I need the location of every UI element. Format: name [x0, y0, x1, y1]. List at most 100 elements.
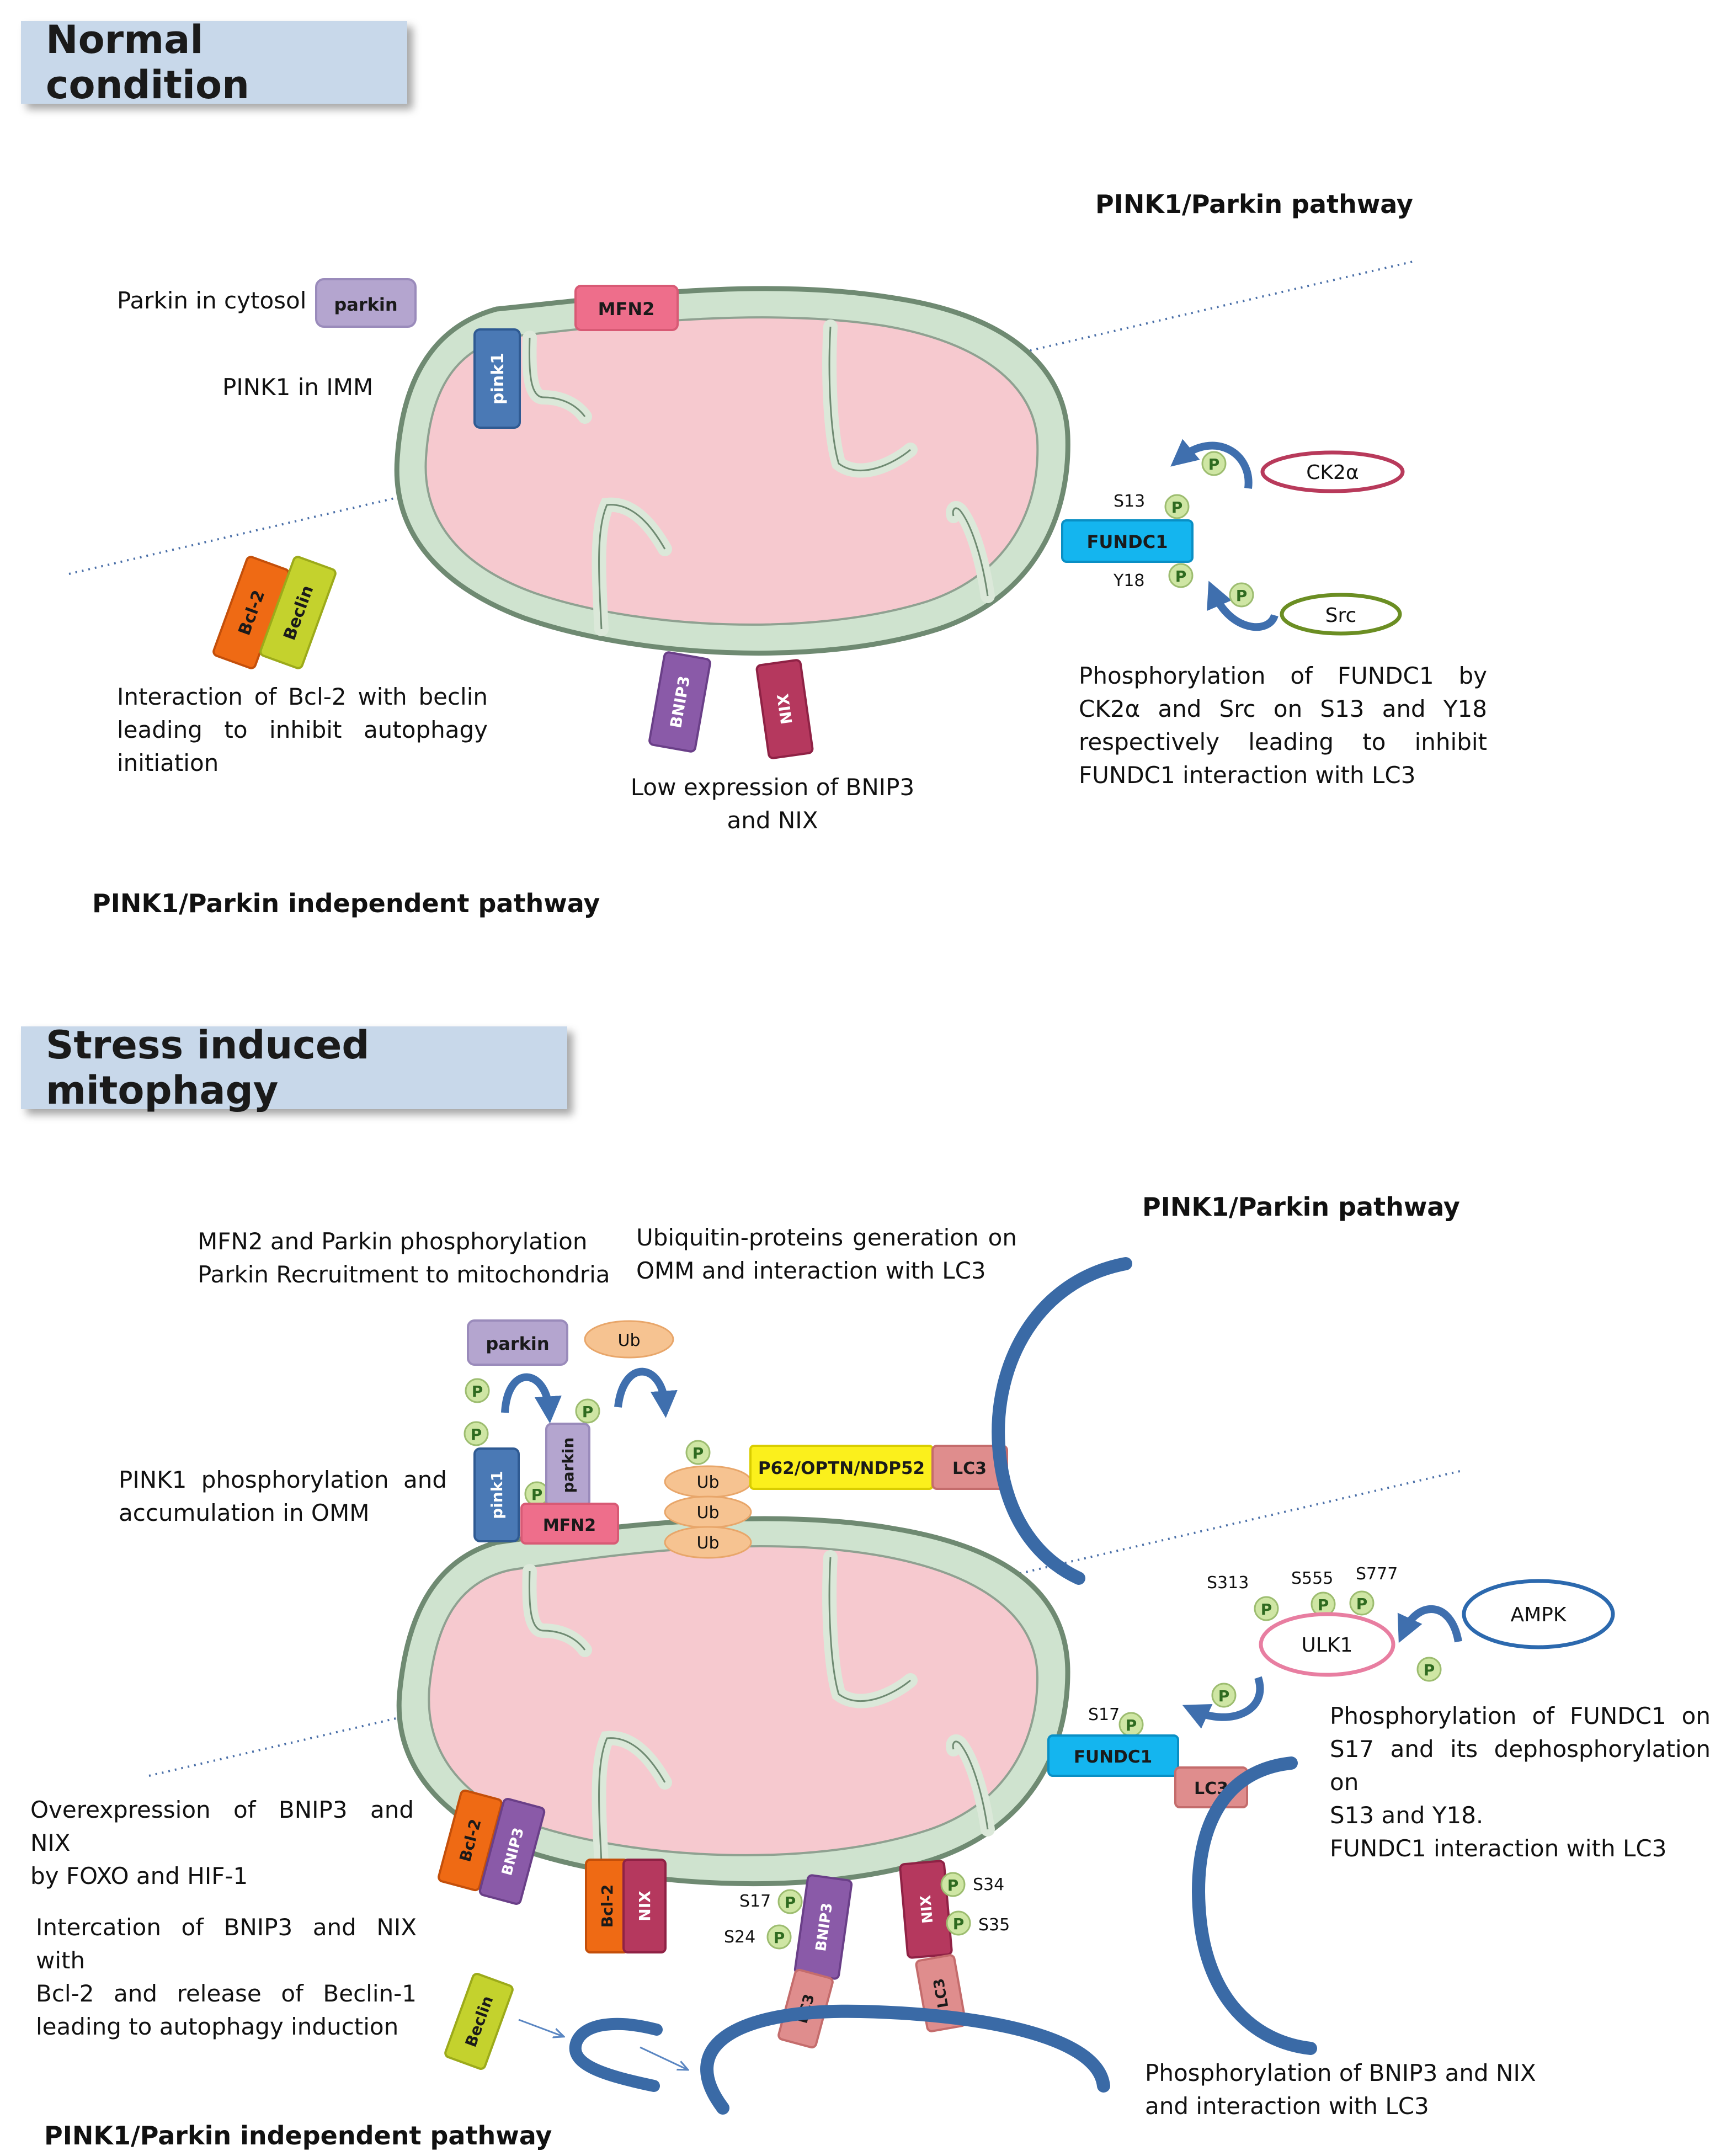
beclin-protein: Beclin — [259, 556, 337, 669]
ub-label: Ub — [617, 1331, 640, 1350]
ub-label: Ub — [696, 1534, 719, 1553]
bnip3-bcl2-interaction-description: Intercation of BNIP3 and NIX with Bcl-2 … — [36, 1914, 417, 2040]
release-arrow — [640, 2046, 687, 2069]
phospho-group: P S34 P S35 — [940, 1872, 1010, 1936]
phospho-arrow — [1397, 1605, 1462, 1643]
release-arrow — [518, 2019, 563, 2036]
fundc1-label: FUNDC1 — [1087, 531, 1168, 552]
phospho-group: S313 S555 S777 P P P — [1207, 1564, 1398, 1621]
bcl2-label: Bcl-2 — [598, 1884, 616, 1928]
phospho-circle — [1416, 1657, 1442, 1682]
s17-site-label: S17 — [1088, 1705, 1120, 1724]
overexpression-description: Overexpression of BNIP3 and NIX by FOXO … — [30, 1796, 414, 1889]
ub-label: Ub — [696, 1503, 719, 1522]
phospho-circle — [1164, 494, 1190, 519]
bcl2-protein: Bcl-2 — [585, 1859, 629, 1953]
bcl2-protein: Bcl-2 — [212, 556, 290, 669]
bnip3-nix-low-description: Low expression of BNIP3 and NIX — [630, 774, 915, 834]
stress-mitophagy-banner: Stress induced mitophagy — [21, 1023, 567, 1113]
parkin-protein: parkin — [467, 1319, 568, 1366]
ubiquitination-arrow — [614, 1367, 678, 1418]
fundc1-stress-description: Phosphorylation of FUNDC1 on S17 and its… — [1330, 1702, 1711, 1862]
bnip3-nix-phospho-description: Phosphorylation of BNIP3 and NIX and int… — [1145, 2059, 1536, 2120]
ck2a-kinase: CK2α — [1260, 450, 1405, 493]
phospho-label: P — [531, 1486, 543, 1504]
pathway-label: PINK1/Parkin pathway — [1142, 1192, 1460, 1222]
lc3-label: LC3 — [952, 1459, 987, 1478]
pathway-label: PINK1/Parkin independent pathway — [44, 2121, 552, 2150]
phospho-label: P — [953, 1915, 965, 1933]
phospho-group: P P P P P — [464, 1378, 711, 1506]
phospho-label: P — [582, 1403, 594, 1421]
parkin-protein: parkin — [315, 278, 417, 328]
lc3-protein: LC3 — [931, 1445, 1008, 1490]
section-title: Stress induced mitophagy — [46, 1023, 370, 1113]
pink1-phospho-description: PINK1 phosphorylation and accumulation i… — [119, 1466, 447, 1526]
ubiquitin: Ub — [584, 1320, 674, 1359]
s35-site-label: S35 — [978, 1915, 1010, 1935]
pathway-label: PINK1/Parkin pathway — [1095, 189, 1413, 219]
mfn2-label: MFN2 — [543, 1516, 596, 1535]
phagophore-membrane — [1192, 1756, 1317, 2055]
phospho-circle — [1201, 451, 1227, 476]
ubiquitin-description: Ubiquitin-proteins generation on OMM and… — [636, 1224, 1017, 1284]
pathway-label: PINK1/Parkin independent pathway — [92, 888, 600, 918]
phospho-label: P — [1236, 587, 1248, 605]
bcl2-beclin-description: Interaction of Bcl-2 with beclin leading… — [117, 683, 488, 776]
fundc1-complex: FUNDC1 S13 Y18 P P — [1061, 492, 1194, 590]
phospho-circle — [1168, 563, 1194, 588]
mfn2-label: MFN2 — [598, 299, 655, 320]
src-label: Src — [1325, 604, 1357, 627]
pink1-protein: pink1 — [473, 328, 521, 429]
phospho-label: P — [1218, 1687, 1230, 1705]
beclin-protein: Beclin — [444, 1973, 514, 2070]
phospho-label: P — [1208, 455, 1220, 473]
nix-label: NIX — [918, 1894, 936, 1924]
recruitment-arrow — [501, 1373, 562, 1424]
s555-site-label: S555 — [1291, 1569, 1333, 1588]
phospho-label: P — [1261, 1600, 1272, 1619]
s17-site-label: S17 — [739, 1892, 771, 1911]
ck2a-label: CK2α — [1306, 461, 1359, 484]
ulk1-kinase: ULK1 — [1259, 1612, 1395, 1677]
s24-site-label: S24 — [724, 1928, 755, 1947]
normal-condition-banner: Normal condition — [21, 17, 407, 108]
pink1-imm-label: PINK1 in IMM — [222, 374, 374, 401]
phospho-label: P — [1356, 1595, 1368, 1613]
mitochondrion — [396, 1516, 1070, 1887]
fundc1-label: FUNDC1 — [1074, 1747, 1152, 1767]
ampk-kinase: AMPK — [1462, 1579, 1615, 1649]
bnip3-protein: BNIP3 — [648, 651, 711, 753]
phospho-label: P — [1171, 498, 1183, 517]
s13-site-label: S13 — [1114, 492, 1145, 511]
phospho-label: P — [947, 1876, 959, 1894]
pink1-protein: pink1 — [473, 1447, 520, 1542]
fundc1-phospho-description: Phosphorylation of FUNDC1 by CK2α and Sr… — [1079, 662, 1487, 789]
phospho-label: P — [471, 1425, 482, 1444]
bnip3-protein: BNIP3 — [478, 1798, 546, 1905]
parkin-label: parkin — [559, 1438, 577, 1493]
phospho-label: P — [1175, 567, 1187, 585]
phospho-arrow — [1170, 439, 1253, 489]
s34-site-label: S34 — [973, 1875, 1004, 1894]
mfn2-protein: MFN2 — [574, 285, 679, 331]
bcl2-protein: Bcl-2 — [438, 1789, 503, 1892]
phospho-label: P — [1424, 1661, 1435, 1679]
p62-label: P62/OPTN/NDP52 — [758, 1458, 925, 1478]
nix-protein: NIX — [899, 1860, 953, 1959]
ub-label: Ub — [696, 1473, 719, 1492]
bnip3-protein: BNIP3 — [793, 1874, 853, 1980]
parkin-cytosol-label: Parkin in cytosol — [117, 287, 307, 314]
phospho-circle — [1229, 582, 1254, 608]
s313-site-label: S313 — [1207, 1573, 1249, 1593]
src-kinase: Src — [1280, 593, 1402, 636]
phospho-arrow — [1182, 1676, 1264, 1729]
parkin-protein: parkin — [545, 1423, 590, 1508]
pink1-label: pink1 — [488, 353, 508, 404]
phospho-circle — [1211, 1683, 1237, 1708]
phospho-label: P — [1126, 1716, 1137, 1734]
y18-site-label: Y18 — [1113, 571, 1145, 590]
phospho-arrow — [1207, 581, 1278, 631]
fundc1-complex: S17 P FUNDC1 — [1047, 1705, 1179, 1777]
